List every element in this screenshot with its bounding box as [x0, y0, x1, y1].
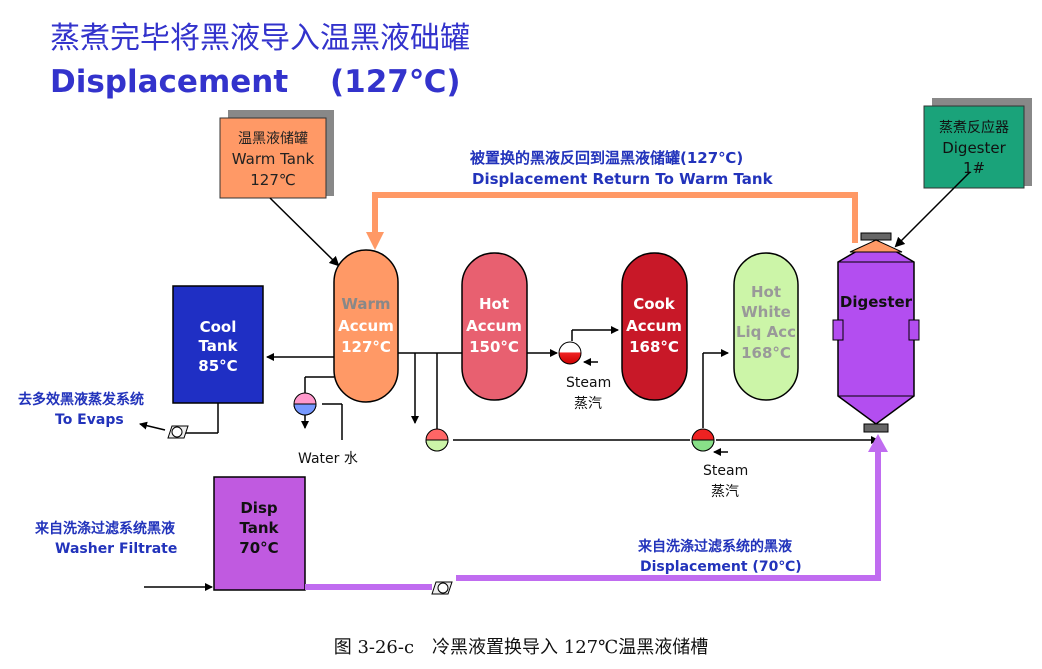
steam2-label-cn: 蒸汽 — [711, 484, 739, 500]
cool-tank-label-2: Tank — [198, 337, 238, 355]
warm-accum-label-2: Accum — [338, 317, 394, 335]
evaps-label-cn: 去多效黑液蒸发系统 — [18, 391, 144, 408]
return-label-cn: 被置换的黑液反回到温黑液储罐(127℃) — [470, 149, 743, 167]
pump-displacement — [431, 581, 453, 595]
hot-white-liquor-accumulator: Hot White Liq Acc 168°C — [733, 252, 799, 401]
hot-accum-label-2: Accum — [466, 317, 522, 335]
displacement-feed-line — [305, 434, 888, 590]
hot-accum-label-1: Hot — [479, 295, 509, 313]
white-acc-label-1: Hot — [751, 283, 781, 301]
cool-tank-label-3: 85°C — [198, 357, 237, 375]
warm-tank-callout: 温黑液储罐 Warm Tank 127℃ — [219, 110, 334, 199]
title-displacement: Displacement — [50, 64, 288, 100]
digester-vessel: Digester — [832, 232, 920, 433]
disp-tank: Disp Tank 70°C — [213, 476, 306, 591]
displacement-label-cn: 来自洗涤过滤系统的黑液 — [637, 538, 793, 555]
pump-evaps — [167, 425, 189, 439]
cook-accum-label-1: Cook — [633, 295, 676, 313]
digester-callout: 蒸煮反应器 Digester 1# — [923, 98, 1032, 189]
digester-label-en: Digester — [942, 139, 1006, 157]
water-label: Water 水 — [298, 451, 358, 467]
evaps-label-en: To Evaps — [55, 412, 124, 428]
figure-caption: 图 3-26-c 冷黑液置换导入 127℃温黑液储槽 — [334, 637, 709, 658]
valve-hot-header — [425, 428, 449, 452]
disp-tank-label-1: Disp — [240, 499, 278, 517]
steam-heater-2 — [691, 428, 715, 452]
cook-accum-label-2: Accum — [626, 317, 682, 335]
warm-tank-label-cn: 温黑液储罐 — [238, 131, 308, 147]
valve-warm-outlet — [293, 392, 317, 416]
warm-tank-label-en: Warm Tank — [232, 150, 315, 168]
displacement-return-line — [366, 192, 858, 250]
warm-accum-label-1: Warm — [341, 295, 390, 313]
cook-accum-label-3: 168°C — [629, 338, 679, 356]
title-temperature: (127℃) — [330, 64, 461, 100]
hot-accumulator: Hot Accum 150°C — [461, 252, 528, 401]
cool-tank: Cool Tank 85°C — [172, 285, 264, 404]
digester-label-num: 1# — [963, 159, 985, 177]
return-label-en: Displacement Return To Warm Tank — [472, 170, 774, 188]
digester-label-cn: 蒸煮反应器 — [939, 119, 1009, 136]
white-acc-label-2: White — [741, 303, 791, 321]
cool-tank-label-1: Cool — [200, 318, 237, 336]
washer-label-en: Washer Filtrate — [55, 541, 177, 557]
steam-heater-1 — [558, 341, 582, 365]
warm-accum-label-3: 127°C — [341, 338, 391, 356]
steam1-label-en: Steam — [566, 375, 611, 391]
piping — [139, 326, 879, 591]
warm-accumulator: Warm Accum 127°C — [333, 249, 399, 403]
digester-vessel-label: Digester — [840, 293, 913, 311]
white-acc-label-4: 168°C — [741, 344, 791, 362]
white-acc-label-3: Liq Acc — [736, 323, 796, 341]
displacement-label-en: Displacement (70℃) — [640, 559, 802, 575]
warm-tank-label-temp: 127℃ — [250, 171, 295, 189]
washer-label-cn: 来自洗涤过滤系统黑液 — [34, 520, 176, 537]
warm-callout-pointer — [269, 197, 340, 267]
disp-tank-label-2: Tank — [239, 519, 279, 537]
disp-tank-label-3: 70°C — [239, 539, 278, 557]
cook-accumulator: Cook Accum 168°C — [621, 252, 688, 401]
steam2-label-en: Steam — [703, 463, 748, 479]
title-chinese: 蒸煮完毕将黑液导入温黑液础罐 — [50, 21, 470, 56]
digester-callout-pointer — [894, 171, 971, 248]
hot-accum-label-3: 150°C — [469, 338, 519, 356]
steam1-label-cn: 蒸汽 — [574, 396, 602, 412]
